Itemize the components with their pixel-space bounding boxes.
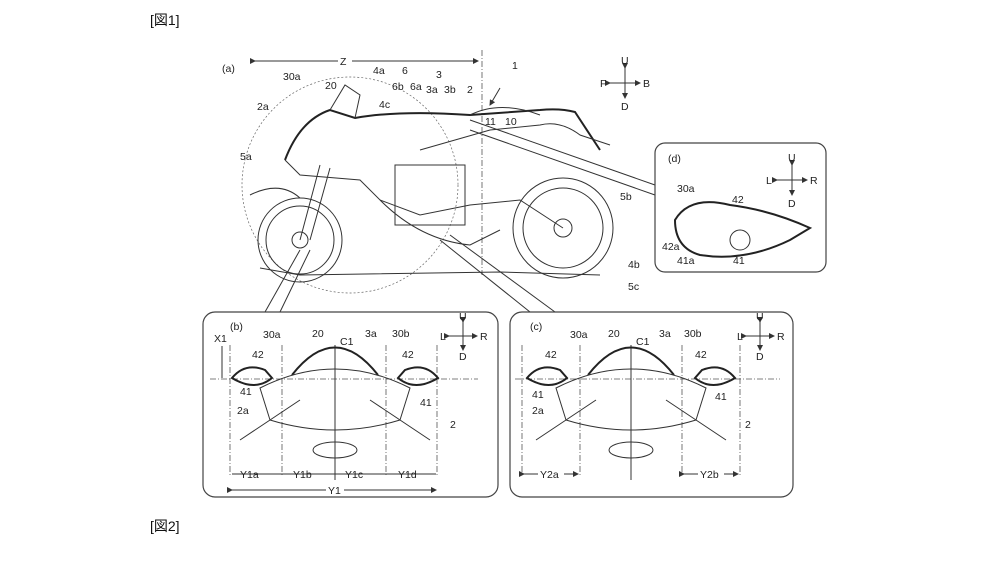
ref-30a: 30a xyxy=(570,329,588,341)
panel-d-tag: (d) xyxy=(668,153,681,165)
dim-y1b: Y1b xyxy=(293,469,312,481)
ref-5b: 5b xyxy=(620,191,632,203)
ref-10: 10 xyxy=(505,116,517,128)
panel-b-tag: (b) xyxy=(230,321,243,333)
ref-11: 11 xyxy=(485,116,496,128)
ref-2a: 2a xyxy=(532,405,544,417)
dir-left: L xyxy=(440,331,446,343)
ref-42-left: 42 xyxy=(545,349,557,361)
ref-42-left: 42 xyxy=(252,349,264,361)
panel-a-tag: (a) xyxy=(222,63,235,75)
ref-41: 41 xyxy=(733,255,745,267)
ref-4c: 4c xyxy=(379,99,390,111)
ref-4a: 4a xyxy=(373,65,385,77)
ref-42-right: 42 xyxy=(402,349,414,361)
direction-indicator-a: U D F B xyxy=(600,55,650,113)
dir-down: D xyxy=(756,351,764,363)
ref-2a: 2a xyxy=(257,101,269,113)
ref-41a: 41a xyxy=(677,255,695,267)
dir-right: R xyxy=(777,331,785,343)
ref-3a: 3a xyxy=(659,328,671,340)
ref-c1: C1 xyxy=(636,336,650,348)
dir-up: U xyxy=(756,311,764,323)
ref-20: 20 xyxy=(325,80,337,92)
dir-left: L xyxy=(766,175,772,187)
dir-down: D xyxy=(788,198,796,210)
ref-30b: 30b xyxy=(392,328,410,340)
ref-c1: C1 xyxy=(340,336,354,348)
dir-down: D xyxy=(621,101,629,113)
dim-y2b: Y2b xyxy=(700,469,719,481)
ref-42: 42 xyxy=(732,194,744,206)
ref-6a: 6a xyxy=(410,81,422,93)
ref-4b: 4b xyxy=(628,259,640,271)
dir-right: R xyxy=(480,331,488,343)
figure-2-label: [図2] xyxy=(150,518,180,534)
panel-a-side-view: (a) Z 1 30a 20 4a 6 3 6b 6a 3a 3b 2 xyxy=(222,50,656,313)
dir-up: U xyxy=(459,311,467,323)
ref-3b: 3b xyxy=(444,84,456,96)
ref-5a: 5a xyxy=(240,151,252,163)
ref-2: 2 xyxy=(745,419,751,431)
dir-back: B xyxy=(643,78,650,90)
ref-41-left: 41 xyxy=(532,389,544,401)
ref-2: 2 xyxy=(467,84,473,96)
ref-41-right: 41 xyxy=(420,397,432,409)
dir-down: D xyxy=(459,351,467,363)
dir-up: U xyxy=(621,55,629,67)
dim-y1d: Y1d xyxy=(398,469,417,481)
dim-y2a: Y2a xyxy=(540,469,559,481)
direction-indicator-c: U D L R xyxy=(737,311,785,363)
ref-3a: 3a xyxy=(426,84,438,96)
dir-up: U xyxy=(788,152,796,164)
panel-b-front-view: (b) X1 30a 20 C1 3a 30b 42 42 41 41 2a 2… xyxy=(202,311,499,498)
direction-indicator-b: U D L R xyxy=(440,311,488,363)
ref-3a: 3a xyxy=(365,328,377,340)
motorcycle-drawing xyxy=(249,84,614,283)
label-x1: X1 xyxy=(214,333,227,345)
ref-41-right: 41 xyxy=(715,391,727,403)
figure-1-label: [図1] xyxy=(150,12,180,28)
ref-2: 2 xyxy=(450,419,456,431)
dim-y1a: Y1a xyxy=(240,469,259,481)
ref-30a: 30a xyxy=(283,71,301,83)
ref-42-right: 42 xyxy=(695,349,707,361)
ref-1: 1 xyxy=(512,60,518,72)
ref-2a: 2a xyxy=(237,405,249,417)
front-region-circle xyxy=(241,76,459,294)
panel-c-tag: (c) xyxy=(530,321,542,333)
ref-6: 6 xyxy=(402,65,408,77)
panel-d-mirror-detail: (d) 30a 42 42a 41a 41 U D L R xyxy=(654,142,827,273)
dir-right: R xyxy=(810,175,818,187)
ref-5c: 5c xyxy=(628,281,639,293)
dir-left: L xyxy=(737,331,743,343)
dim-y1c: Y1c xyxy=(345,469,363,481)
ref-30b: 30b xyxy=(684,328,702,340)
label-z: Z xyxy=(340,56,347,68)
ref-20: 20 xyxy=(608,328,620,340)
dir-front: F xyxy=(600,78,606,90)
ref-3: 3 xyxy=(436,69,442,81)
ref-20: 20 xyxy=(312,328,324,340)
ref-41-left: 41 xyxy=(240,386,252,398)
ref-6b: 6b xyxy=(392,81,404,93)
ref-30a: 30a xyxy=(263,329,281,341)
dim-y1: Y1 xyxy=(328,485,341,497)
panel-c-front-view: (c) 30a 20 C1 3a 30b 42 42 41 41 2a 2 Y2… xyxy=(509,311,794,498)
ref-30a: 30a xyxy=(677,183,695,195)
ref-42a: 42a xyxy=(662,241,680,253)
direction-indicator-d: U D L R xyxy=(766,152,818,210)
